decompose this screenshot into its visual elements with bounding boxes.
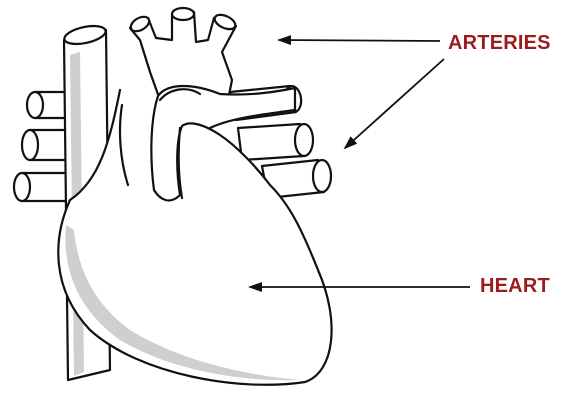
- arrow-icon-arteries-bottom: [345, 59, 444, 148]
- label-arteries: ARTERIES: [448, 33, 551, 53]
- arrow-icon-arteries-top: [279, 40, 440, 41]
- label-heart: HEART: [480, 276, 550, 296]
